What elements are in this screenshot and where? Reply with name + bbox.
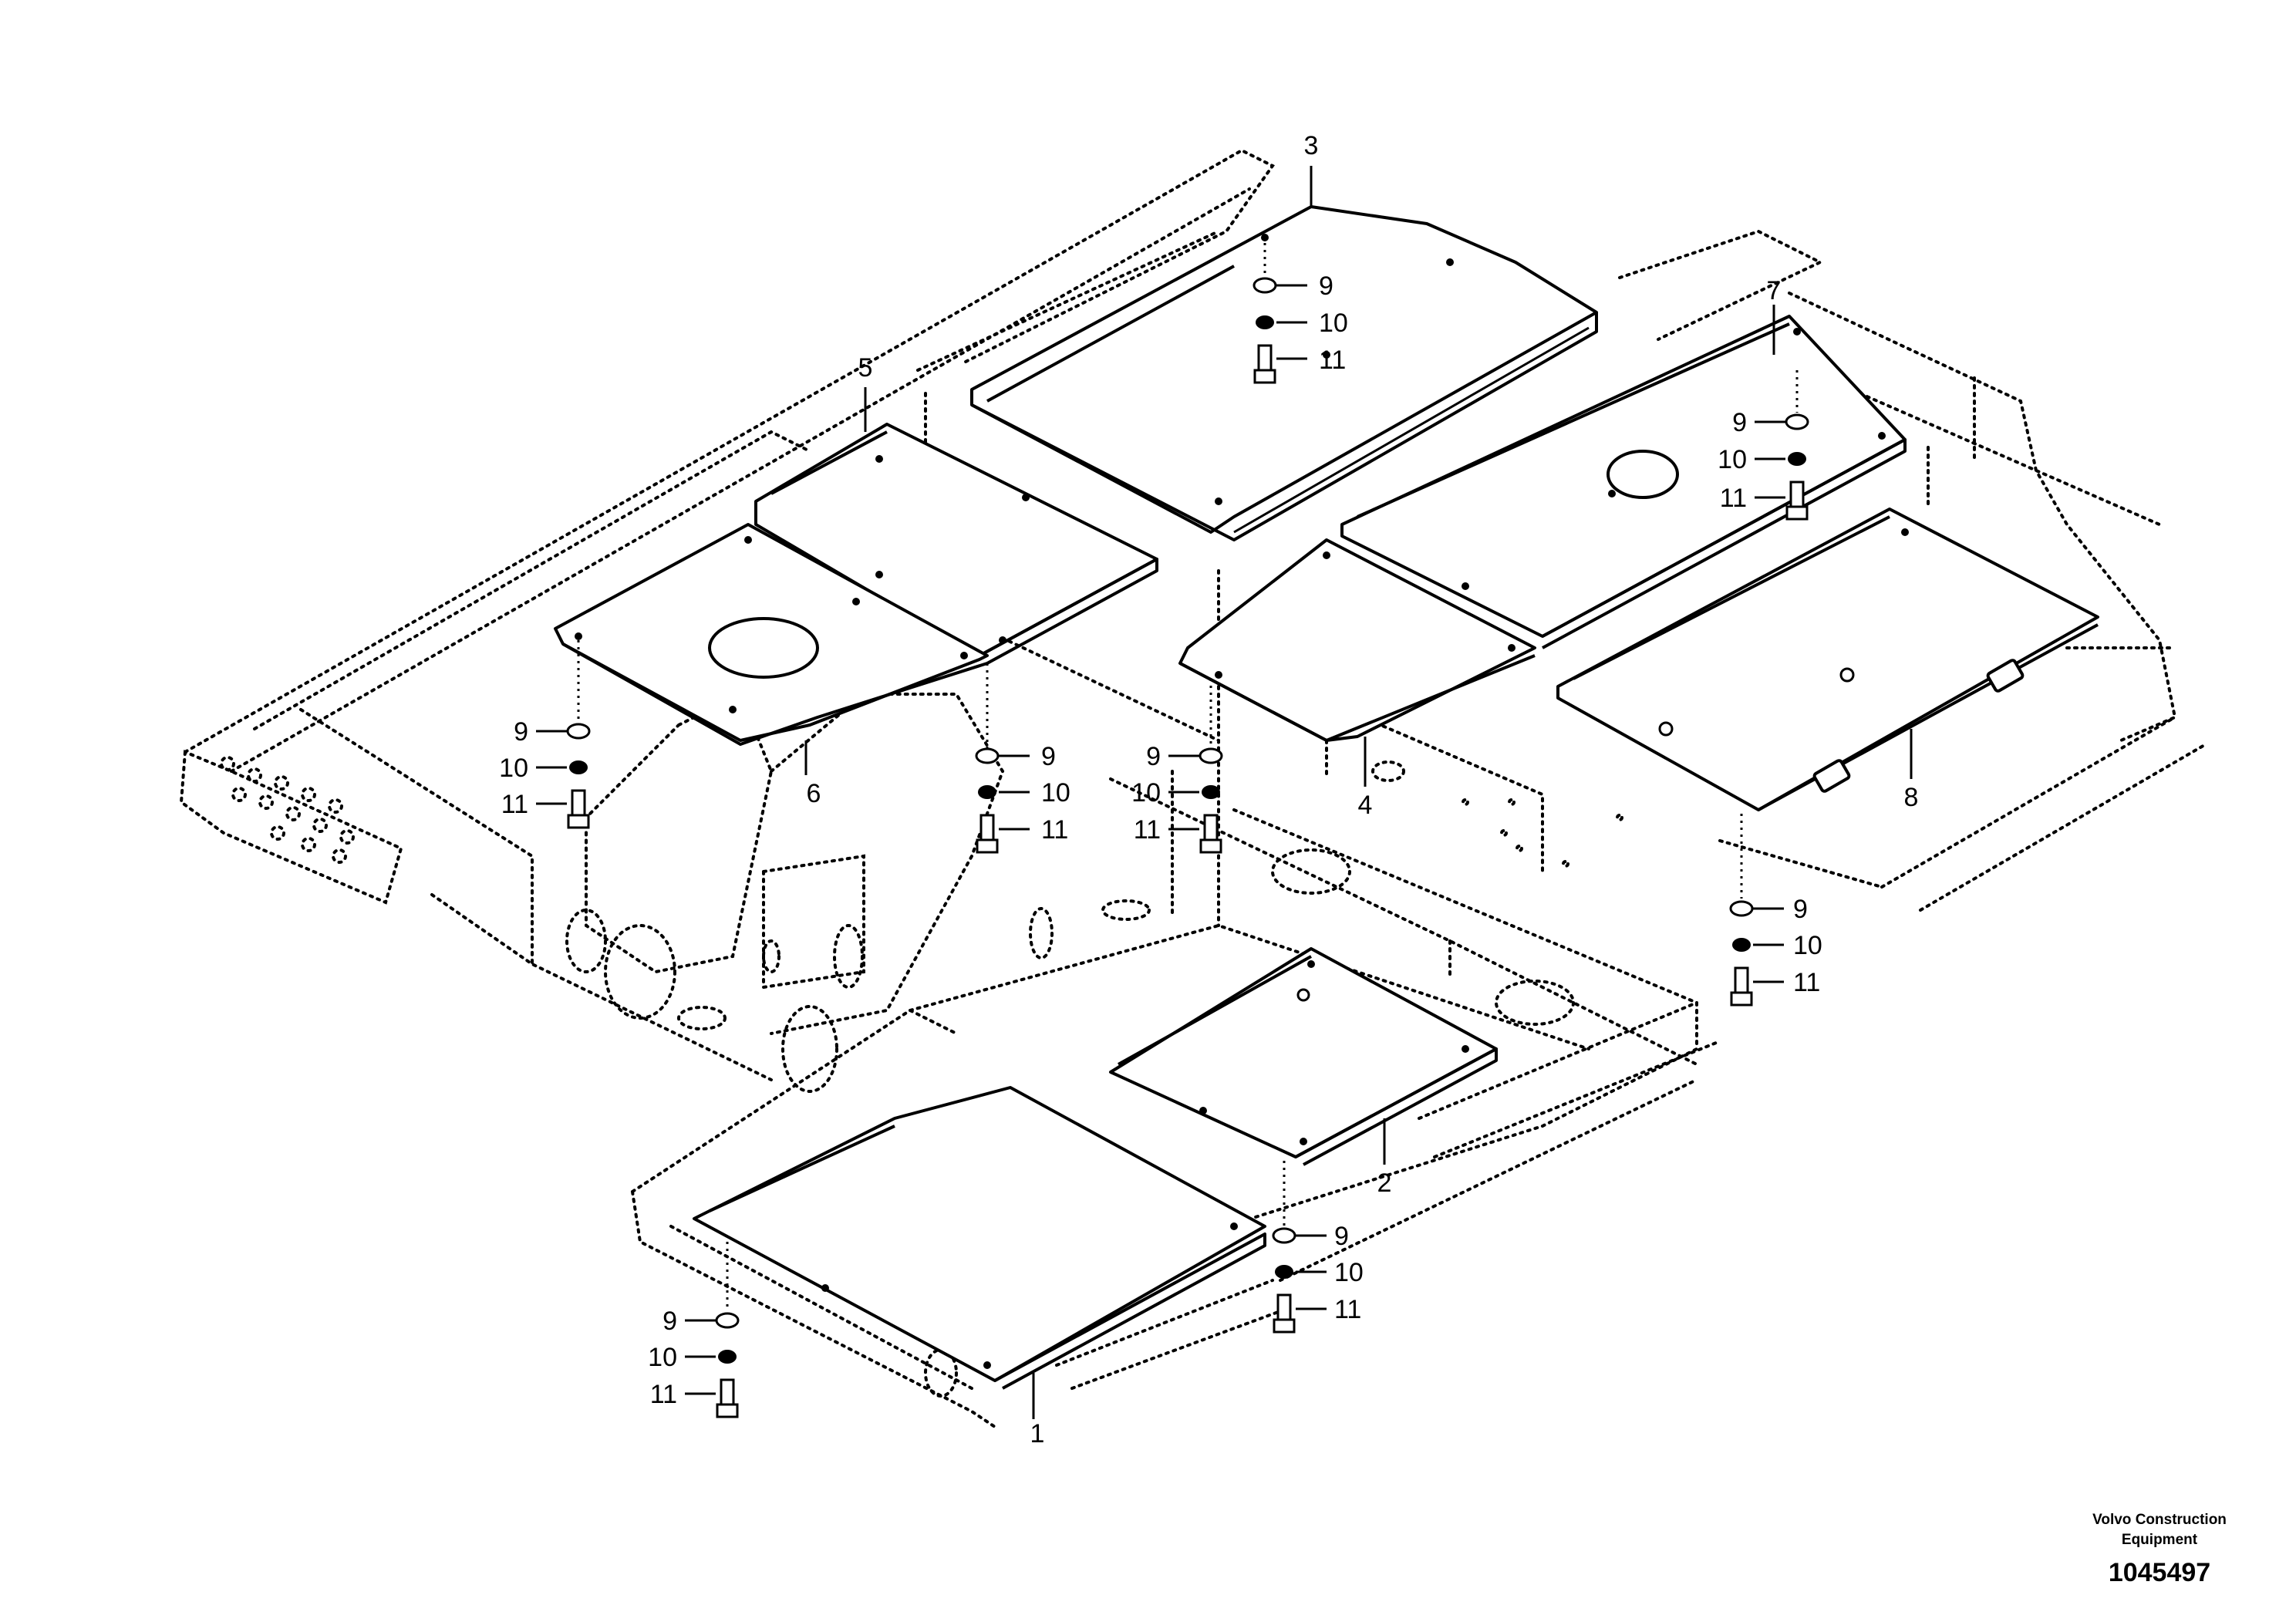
plate-8 [1556,508,2099,811]
washer-icon [1199,747,1223,764]
manufacturer-name: Volvo Construction [2092,1512,2227,1528]
reference-number: 1045497 [2108,1558,2211,1587]
callout-washer: 9 [1146,742,1161,771]
washer-icon [715,1312,740,1329]
plate-2 [1109,947,1498,1166]
plate-3 [970,205,1598,541]
callout-washer: 9 [1793,895,1808,924]
callout-washer: 9 [1319,271,1333,301]
callout-washer: 9 [1334,1222,1349,1251]
washer-icon [566,723,591,740]
callout-bolt: 11 [1319,346,1346,375]
callout-lock-washer: 10 [499,754,528,783]
manufacturer-name-line2: Equipment [2121,1532,2198,1548]
callout-lock-washer: 10 [1718,445,1747,474]
callout-bolt: 11 [1334,1295,1361,1324]
callout-bolt: 11 [501,790,528,819]
washer-icon [1729,900,1754,917]
callout-lock-washer: 10 [1319,309,1348,338]
fastener-stack-bottom-left [685,1312,740,1418]
callout-labels: 3 5 6 7 4 8 2 1 9 10 11 9 10 11 9 10 11 … [499,131,1918,1448]
lock-washer-icon [1202,785,1220,799]
leader-lines [577,166,1913,1419]
callout-plate-5: 5 [858,353,873,383]
step-perforations [220,756,355,864]
callout-lock-washer: 10 [1041,778,1070,808]
callout-washer: 9 [514,717,528,747]
callout-bolt: 11 [1134,815,1161,845]
washer-icon [1785,413,1809,430]
lock-washer-icon [1256,315,1274,329]
callout-plate-3: 3 [1304,131,1319,160]
plate-7 [1340,315,1907,649]
fastener-stack-right [1729,900,1784,1007]
lock-washer-icon [718,1350,737,1364]
callout-bolt: 11 [650,1380,677,1409]
callout-plate-2: 2 [1377,1168,1392,1198]
upper-frame [179,148,2207,1428]
callout-lock-washer: 10 [1334,1258,1364,1287]
washer-icon [975,747,1000,764]
lock-washer-icon [1275,1265,1293,1279]
lock-washer-icon [569,760,588,774]
callout-bolt: 11 [1720,484,1747,513]
callout-washer: 9 [663,1307,677,1336]
fastener-stack-bottom-center [1272,1227,1327,1334]
callout-lock-washer: 10 [648,1343,677,1372]
plate-5 [754,423,1158,665]
lock-washer-icon [978,785,996,799]
washer-icon [1272,1227,1296,1244]
callout-lock-washer: 10 [1793,931,1822,960]
callout-bolt: 11 [1793,968,1820,997]
callout-washer: 9 [1732,408,1747,437]
plate-4 [1178,538,1536,742]
callout-plate-7: 7 [1767,276,1782,305]
callout-plate-6: 6 [807,779,821,808]
lock-washer-icon [1732,938,1751,952]
callout-plate-1: 1 [1030,1419,1045,1448]
fastener-stack-left [536,723,591,829]
washer-icon [1253,277,1277,294]
plate-6 [554,523,989,746]
callout-bolt: 11 [1041,815,1068,845]
lock-washer-icon [1788,452,1806,466]
fastener-stack-top-right [1755,413,1809,521]
callout-plate-8: 8 [1904,783,1919,812]
fastener-stack-mid-left [975,747,1030,854]
fastener-stack-mid-right [1168,747,1223,854]
callout-washer: 9 [1041,742,1056,771]
callout-lock-washer: 10 [1131,778,1161,808]
fastener-stack-top-center [1253,277,1307,384]
plate-1 [693,1086,1266,1390]
callout-plate-4: 4 [1358,791,1373,820]
